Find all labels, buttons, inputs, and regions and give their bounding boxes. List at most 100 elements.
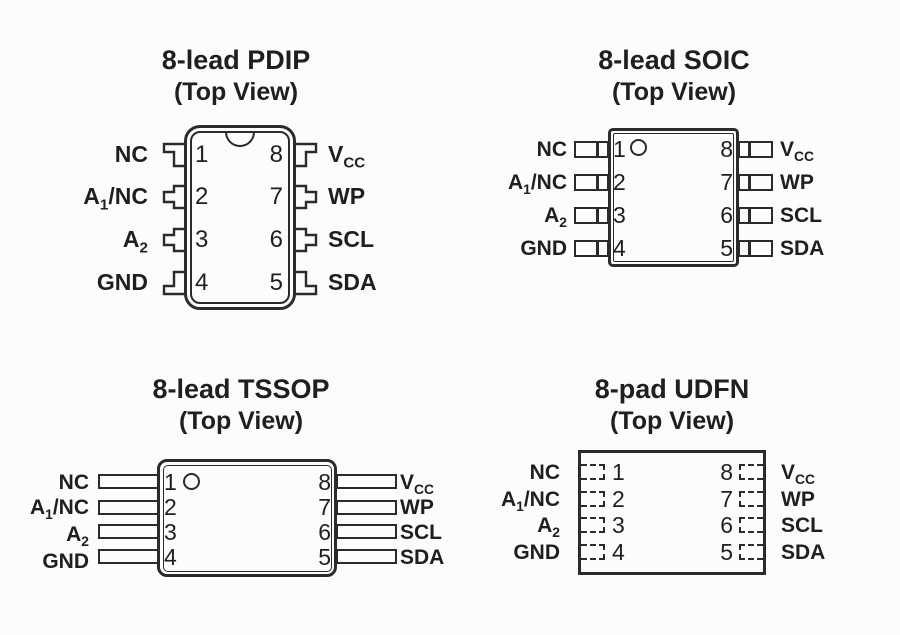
pin-number: 8: [269, 141, 283, 168]
package-subtitle: (Top View): [611, 78, 737, 106]
pin-number: 5: [720, 539, 733, 565]
package-subtitle: (Top View): [178, 407, 304, 435]
pin-label: SCL: [781, 514, 823, 537]
pin1-indicator-icon: [630, 139, 647, 156]
pin-number: 5: [720, 235, 733, 261]
pin-number: 2: [612, 486, 625, 512]
pin-lead: [162, 184, 185, 210]
pin-lead: [574, 240, 609, 257]
pin1-indicator-icon: [183, 473, 200, 490]
pin-label: A2: [537, 514, 560, 541]
pin-lead: [738, 240, 773, 257]
package-body-inner: [613, 133, 734, 262]
pin-label: A2: [66, 523, 89, 550]
pin-label: GND: [96, 269, 148, 295]
package-body: [184, 125, 296, 310]
pin-pad: [581, 464, 605, 480]
pin-label: NC: [58, 471, 89, 494]
pin-number: 8: [720, 459, 733, 485]
pin-lead: [162, 270, 185, 296]
pin-label: A2: [122, 226, 148, 257]
pin-number: 1: [612, 459, 625, 485]
package-title: 8-pad UDFN: [594, 374, 750, 404]
pin-number: 3: [613, 202, 626, 228]
pin-lead: [162, 227, 185, 253]
pin-number: 6: [720, 512, 733, 538]
pin-label: GND: [520, 237, 567, 260]
package-body-inner: [162, 464, 332, 572]
package-title: 8-lead SOIC: [598, 45, 750, 75]
package-title: 8-lead TSSOP: [152, 374, 330, 404]
pin-number: 5: [269, 269, 283, 296]
pin-number: 6: [720, 202, 733, 228]
pin-number: 2: [613, 169, 626, 195]
pin-label: A2: [544, 204, 567, 231]
pin-number: 6: [318, 519, 331, 545]
pin-pad: [739, 517, 763, 533]
pin-number: 4: [164, 544, 177, 570]
pin-lead: [295, 227, 318, 253]
pin-lead: [295, 270, 318, 296]
pin-label: WP: [328, 183, 366, 209]
pin-lead: [574, 174, 609, 191]
pin-lead: [574, 141, 609, 158]
pin-label: A1/NC: [83, 183, 148, 214]
pin-number: 3: [612, 512, 625, 538]
pin-label: NC: [529, 461, 560, 484]
package-subtitle: (Top View): [609, 407, 735, 435]
pin-label: WP: [780, 171, 814, 194]
pin-lead: [336, 474, 397, 489]
pin-label: NC: [536, 138, 567, 161]
pin-label: SCL: [328, 226, 374, 252]
pin-number: 5: [318, 544, 331, 570]
pin-lead: [336, 500, 397, 515]
pin-number: 4: [195, 269, 209, 296]
pin-lead: [295, 184, 318, 210]
pin-label: A1/NC: [29, 496, 89, 523]
pin-label: SDA: [780, 237, 825, 260]
pin-label: A1/NC: [500, 488, 560, 515]
pin-label: NC: [114, 141, 148, 167]
pin-lead: [336, 524, 397, 539]
pin-number: 2: [195, 183, 209, 210]
pin-number: 7: [318, 494, 331, 520]
pin-pad: [739, 491, 763, 507]
pin-number: 7: [720, 486, 733, 512]
pin-label: VCC: [781, 461, 816, 488]
pin-lead: [162, 142, 185, 168]
package-body-inner: [190, 131, 290, 304]
pin-number: 4: [613, 235, 626, 261]
pin-number: 1: [613, 136, 626, 162]
pin-label: VCC: [400, 471, 435, 498]
pin-label: VCC: [780, 138, 815, 165]
pin-number: 8: [720, 136, 733, 162]
pin-number: 2: [164, 494, 177, 520]
pin-lead: [295, 142, 318, 168]
pin-number: 3: [164, 519, 177, 545]
pin-lead: [738, 207, 773, 224]
pin-label: VCC: [328, 141, 366, 172]
pin-pad: [581, 544, 605, 560]
pin-number: 7: [269, 183, 283, 210]
pin-label: A1/NC: [507, 171, 567, 198]
pin-label: WP: [781, 488, 815, 511]
pin-label: SDA: [328, 269, 377, 295]
pin-number: 3: [195, 226, 209, 253]
package-body: [578, 450, 766, 575]
pin-label: SCL: [400, 521, 442, 544]
pin-lead: [738, 174, 773, 191]
package-title: 8-lead PDIP: [161, 45, 311, 75]
pin-number: 1: [164, 469, 177, 495]
pin-number: 6: [269, 226, 283, 253]
pin-pad: [581, 517, 605, 533]
package-subtitle: (Top View): [173, 78, 299, 106]
pin-number: 7: [720, 169, 733, 195]
pin-label: SDA: [781, 541, 826, 564]
pin-label: WP: [400, 496, 434, 519]
pin-label: GND: [513, 541, 560, 564]
pin-pad: [739, 544, 763, 560]
